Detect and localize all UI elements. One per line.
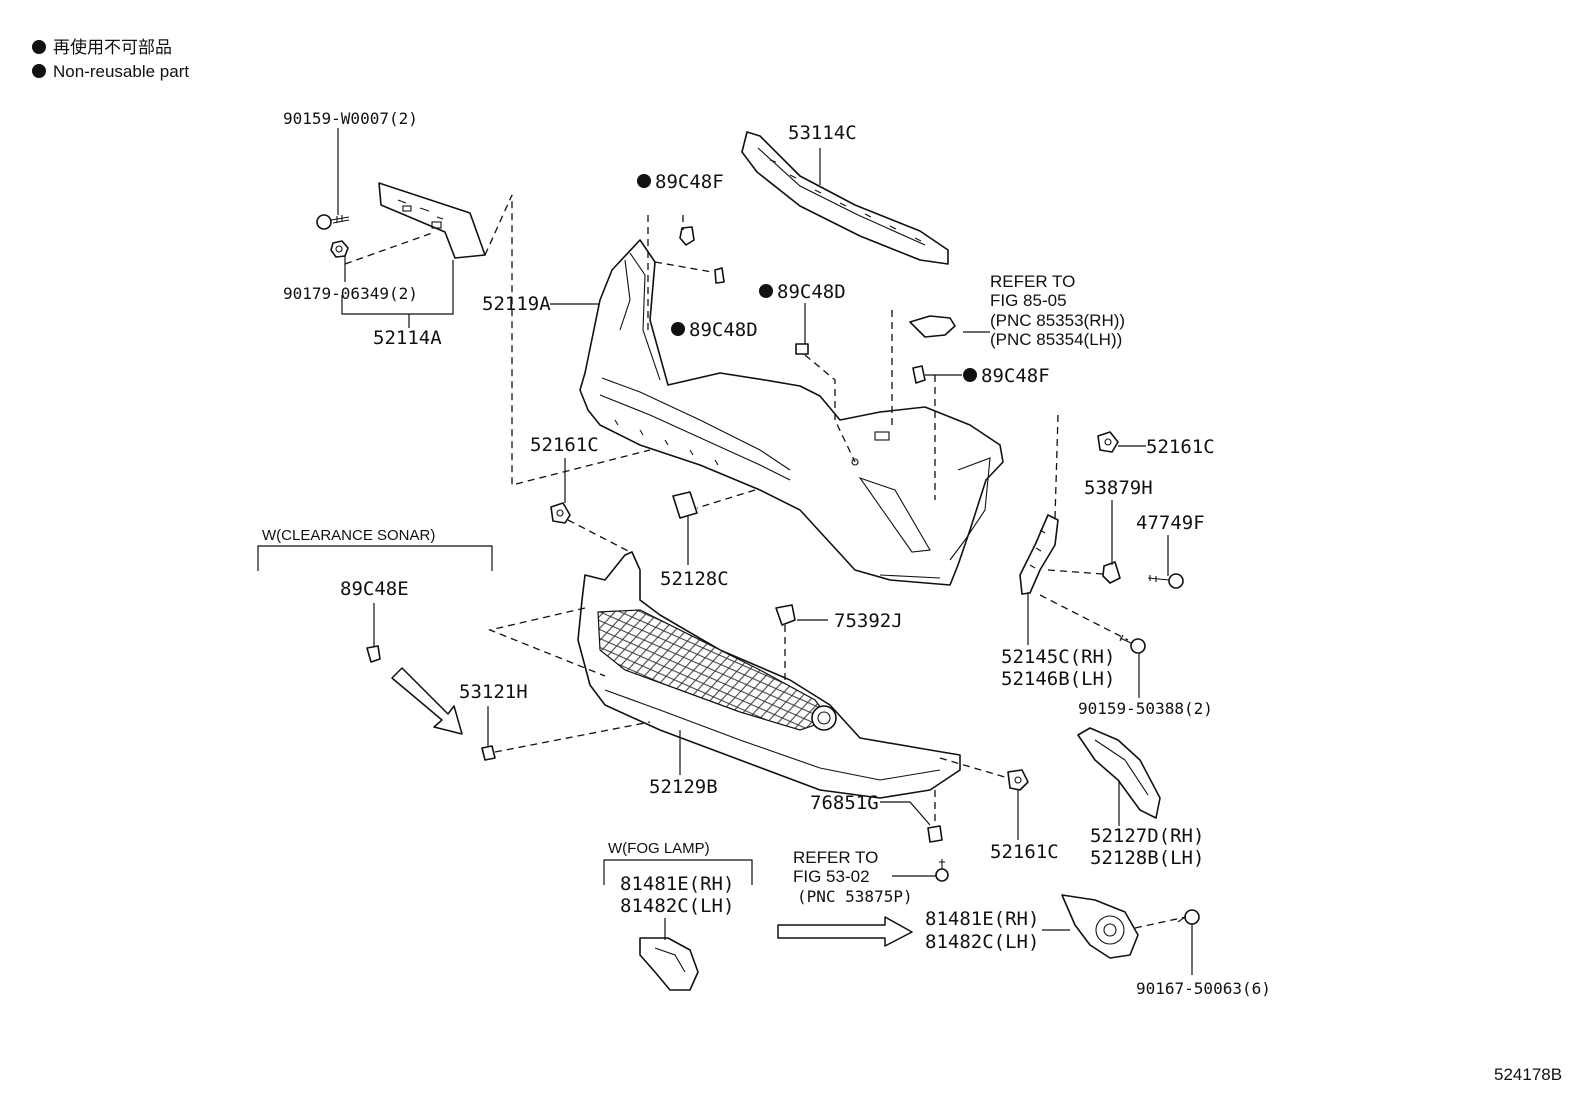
- label-81482c-b: 81482C(LH): [925, 931, 1039, 953]
- license-plate-bracket-shape: [378, 182, 486, 259]
- arrow-fog-lamp-icon: [777, 916, 913, 947]
- fog-lamp-group-bracket: W(FOG LAMP): [603, 840, 753, 885]
- clip-75392j-icon: [775, 604, 796, 626]
- ref-fig85-line2: FIG 85-05: [990, 291, 1067, 310]
- label-52128b: 52128B(LH): [1090, 847, 1204, 869]
- label-90179-06349: 90179-06349(2): [283, 284, 418, 303]
- fog-lamp-bracket-right-shape: [1061, 894, 1139, 959]
- label-81482c-a: 81482C(LH): [620, 895, 734, 917]
- label-53114c: 53114C: [788, 122, 857, 144]
- non-reusable-dot-icon: [637, 174, 651, 188]
- label-52127d: 52127D(RH): [1090, 825, 1204, 847]
- bolt-53875p-icon: [935, 859, 949, 882]
- label-89c48e: 89C48E: [340, 578, 409, 600]
- label-52146b: 52146B(LH): [1001, 668, 1115, 690]
- label-89c48f-right: 89C48F: [981, 365, 1050, 387]
- ref-fig85-line3: (PNC 85353(RH)): [990, 311, 1125, 330]
- clip-52161c-bottom-icon: [1007, 769, 1029, 791]
- cover-52128c-shape: [672, 491, 698, 519]
- nut-icon: [330, 240, 349, 258]
- leader-lines: [337, 128, 1193, 975]
- label-89c48f-top: 89C48F: [655, 171, 724, 193]
- label-76851g: 76851G: [810, 792, 879, 814]
- label-47749f: 47749F: [1136, 512, 1205, 534]
- label-90167-50063: 90167-50063(6): [1136, 979, 1271, 998]
- clip-53121h-icon: [481, 745, 496, 761]
- ref-fig85-line1: REFER TO: [990, 272, 1075, 291]
- fog-lamp-bracket-left-shape: [639, 937, 699, 991]
- group-clearance-sonar-label: W(CLEARANCE SONAR): [262, 527, 435, 544]
- screw-icon: [316, 214, 350, 230]
- label-52145c: 52145C(RH): [1001, 646, 1115, 668]
- dashed-guide-lines: [344, 194, 1187, 929]
- label-90159-50388: 90159-50388(2): [1078, 699, 1213, 718]
- part-labels: 90159-W0007(2) 90179-06349(2) 52114A 521…: [283, 109, 1271, 998]
- label-52129b: 52129B: [649, 776, 718, 798]
- lower-grille-shape: [577, 551, 961, 799]
- side-bracket-shape: [1077, 727, 1161, 819]
- ref-fig53-line3: (PNC 53875P): [797, 887, 913, 906]
- arrow-clearance-sonar-icon: [391, 667, 463, 735]
- label-52128c: 52128C: [660, 568, 729, 590]
- label-75392j: 75392J: [834, 610, 903, 632]
- clip-89c48f-icon: [679, 226, 695, 246]
- label-89c48d-left: 89C48D: [689, 319, 758, 341]
- legend-english: Non-reusable part: [53, 62, 189, 81]
- clip-52161c-left-icon: [550, 502, 571, 524]
- non-reusable-dot-icon: [32, 40, 46, 54]
- label-52119a: 52119A: [482, 293, 551, 315]
- label-53879h: 53879H: [1084, 477, 1153, 499]
- screw-90167-icon: [1177, 909, 1200, 925]
- bolt-47749f-icon: [1147, 573, 1184, 589]
- figure-number: 524178B: [1494, 1065, 1562, 1084]
- label-52161c-b: 52161C: [1146, 436, 1215, 458]
- legend: 再使用不可部品 Non-reusable part: [32, 37, 189, 81]
- group-fog-lamp-label: W(FOG LAMP): [608, 840, 710, 857]
- side-retainer-shape: [1019, 514, 1059, 595]
- legend-japanese: 再使用不可部品: [53, 37, 172, 57]
- bumper-cover-shape: [579, 239, 1004, 586]
- bolt-90159-50388-icon: [1119, 634, 1146, 654]
- washer-nozzle-cover-shape: [909, 315, 956, 338]
- label-52114a: 52114A: [373, 327, 442, 349]
- non-reusable-dot-icon: [963, 368, 977, 382]
- non-reusable-dot-icon: [671, 322, 685, 336]
- upper-grille-shape: [741, 131, 949, 265]
- clip-89c48d-mid-icon: [795, 343, 809, 355]
- ref-fig53-line2: FIG 53-02: [793, 867, 870, 886]
- non-reusable-dot-icon: [759, 284, 773, 298]
- label-52161c-a: 52161C: [530, 434, 599, 456]
- clip-53879h-icon: [1102, 561, 1121, 584]
- label-52161c-c: 52161C: [990, 841, 1059, 863]
- clip-52161c-right-top-icon: [1097, 431, 1119, 453]
- screw-76851g-icon: [927, 825, 943, 843]
- clearance-sonar-bracket: W(CLEARANCE SONAR): [257, 527, 493, 571]
- non-reusable-dot-icon: [32, 64, 46, 78]
- label-90159-w0007: 90159-W0007(2): [283, 109, 418, 128]
- clip-89c48e-icon: [366, 645, 381, 663]
- ref-fig85-line4: (PNC 85354(LH)): [990, 330, 1122, 349]
- label-81481e-a: 81481E(RH): [620, 873, 734, 895]
- ref-fig53-line1: REFER TO: [793, 848, 878, 867]
- label-81481e-b: 81481E(RH): [925, 908, 1039, 930]
- label-53121h: 53121H: [459, 681, 528, 703]
- clip-89c48d-icon: [714, 267, 725, 284]
- label-89c48d-mid: 89C48D: [777, 281, 846, 303]
- clip-89c48f-right-icon: [912, 365, 926, 384]
